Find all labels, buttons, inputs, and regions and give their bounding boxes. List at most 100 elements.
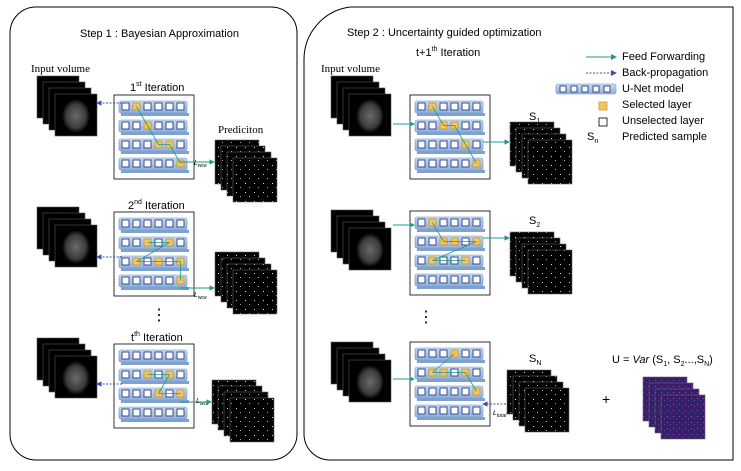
unselected-layer xyxy=(428,159,437,168)
unselected-layer xyxy=(176,408,185,417)
unselected-layer xyxy=(472,102,481,111)
step1-title: Step 1 : Bayesian Approximation xyxy=(80,28,239,40)
unselected-layer xyxy=(132,389,141,398)
feed-forward-link xyxy=(454,125,466,145)
step1-ellipsis: ⋮ xyxy=(151,307,167,324)
legend-predicted-label: Predicted sample xyxy=(622,131,707,143)
unselected-layer xyxy=(132,159,141,168)
unselected-layer xyxy=(461,218,470,227)
legend-unet-bar xyxy=(555,83,617,95)
unselected-layer xyxy=(439,275,448,284)
unselected-layer xyxy=(176,238,185,247)
uncertainty-map-stack xyxy=(642,376,706,440)
unselected-layer xyxy=(472,349,481,358)
unselected-layer xyxy=(450,218,459,227)
unselected-layer xyxy=(165,219,174,228)
unselected-layer xyxy=(417,406,426,415)
unselected-layer xyxy=(176,370,185,379)
iteration-1-title: 1st Iteration xyxy=(130,81,184,94)
step2-panel xyxy=(303,6,734,461)
input-stack-2 xyxy=(36,206,98,268)
unselected-layer xyxy=(165,159,174,168)
unselected-layer xyxy=(143,159,152,168)
unselected-layer xyxy=(121,159,130,168)
unselected-layer xyxy=(472,275,481,284)
sample-stack-s1 xyxy=(509,121,573,185)
unselected-layer xyxy=(461,102,470,111)
unselected-layer xyxy=(417,237,426,246)
unselected-layer xyxy=(428,140,437,149)
unselected-layer xyxy=(439,406,448,415)
legend-back-prop-label: Back-propagation xyxy=(622,67,708,79)
step2-iteration-title: t+1th Iteration xyxy=(416,46,480,59)
input-stack-3 xyxy=(36,337,98,399)
unselected-layer xyxy=(417,387,426,396)
unselected-layer xyxy=(439,102,448,111)
unselected-layer xyxy=(165,121,174,130)
unselected-layer xyxy=(428,387,437,396)
unselected-layer xyxy=(176,219,185,228)
feed-forward-link xyxy=(158,374,170,394)
prediction-stack-1 xyxy=(214,139,278,203)
unselected-layer xyxy=(450,387,459,396)
unselected-layer xyxy=(472,368,481,377)
unselected-layer xyxy=(450,159,459,168)
unselected-layer xyxy=(417,218,426,227)
unselected-layer xyxy=(450,275,459,284)
uncertainty-formula: U = Var (S1, S2...,SN) xyxy=(612,354,713,368)
unselected-layer xyxy=(132,370,141,379)
unselected-layer xyxy=(176,102,185,111)
sample-sn-label: SN xyxy=(529,353,541,367)
unselected-layer xyxy=(176,140,185,149)
prediction-stack-3 xyxy=(211,379,275,443)
unselected-layer xyxy=(428,275,437,284)
unselected-layer xyxy=(132,140,141,149)
unselected-layer xyxy=(154,159,163,168)
step1-input-label: Input volume xyxy=(31,63,90,75)
unet-iter-t xyxy=(113,343,195,429)
unselected-layer xyxy=(154,408,163,417)
sample-stack-s2 xyxy=(509,231,573,295)
iteration-t-title: tth Iteration xyxy=(131,331,183,344)
step2-ellipsis: ⋮ xyxy=(418,309,434,326)
sample-stack-sn xyxy=(506,369,570,433)
step2-title: Step 2 : Uncertainty guided optimization xyxy=(347,27,541,39)
unselected-layer xyxy=(461,387,470,396)
feed-forward-link xyxy=(465,144,477,164)
unselected-layer xyxy=(472,256,481,265)
legend-unet-label: U-Net model xyxy=(622,83,684,95)
step2-input-label: Input volume xyxy=(321,63,380,75)
feed-forward-link xyxy=(432,241,477,261)
feed-forward-link xyxy=(432,222,444,242)
unselected-layer xyxy=(439,349,448,358)
unselected-layer xyxy=(450,140,459,149)
unselected-layer xyxy=(472,406,481,415)
unselected-layer xyxy=(439,387,448,396)
unselected-layer xyxy=(461,275,470,284)
feed-forward-link xyxy=(136,242,170,262)
unselected-layer xyxy=(417,368,426,377)
legend-selected-square xyxy=(598,101,608,111)
feed-forward-link xyxy=(465,372,477,392)
unselected-layer xyxy=(428,237,437,246)
unselected-layer xyxy=(121,408,130,417)
unselected-layer xyxy=(121,257,130,266)
unselected-layer xyxy=(154,351,163,360)
unselected-layer xyxy=(428,121,437,130)
unselected-layer xyxy=(121,389,130,398)
unselected-layer xyxy=(417,140,426,149)
unselected-layer xyxy=(143,140,152,149)
legend-selected-label: Selected layer xyxy=(622,99,692,111)
unselected-layer xyxy=(417,159,426,168)
loss-wce-t: Lwce xyxy=(196,398,209,407)
unselected-layer xyxy=(428,349,437,358)
unselected-layer xyxy=(143,276,152,285)
unselected-layer xyxy=(417,275,426,284)
feed-forward-link xyxy=(432,353,455,373)
unselected-layer xyxy=(121,102,130,111)
unet-sample-2 xyxy=(409,210,491,296)
unselected-layer xyxy=(165,276,174,285)
unselected-layer xyxy=(176,121,185,130)
feed-forward-link xyxy=(147,125,159,145)
